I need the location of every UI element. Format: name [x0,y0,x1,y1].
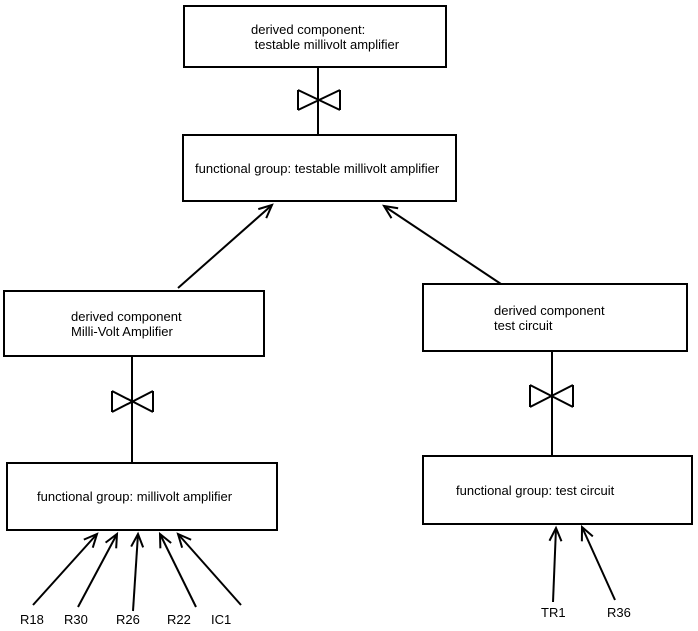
arrow-right-derived-to-top-functional [382,204,502,285]
bowtie-icon [111,390,154,413]
connector-top-decomposition [297,68,341,134]
bowtie-icon [297,89,341,111]
arrow-r26 [130,531,145,612]
leaf-label-r30: R30 [64,612,88,627]
leaf-label-r36: R36 [607,605,631,620]
leaf-label-tr1: TR1 [541,605,566,620]
node-label: derived component [494,302,605,318]
node-label: testable millivolt amplifier [251,36,400,52]
bowtie-icon [529,384,574,408]
arrow-r18 [32,532,99,606]
arrow-r22 [158,531,197,608]
node-label: functional group: testable millivolt amp… [195,160,440,176]
node-functional-group-millivolt-amplifier: functional group: millivolt amplifier [6,462,278,531]
node-functional-group-testable-millivolt-amplifier: functional group: testable millivolt amp… [182,134,457,202]
node-label: functional group: test circuit [456,482,615,498]
leaf-label-ic1: IC1 [211,612,232,627]
leaf-label-r26: R26 [116,612,140,627]
node-derived-milli-volt-amplifier: derived component Milli-Volt Amplifier [3,290,265,357]
leaf-label-r22: R22 [167,612,191,627]
node-label: Milli-Volt Amplifier [71,323,173,339]
arrow-left-derived-to-top-functional [177,203,274,289]
connector-left-decomposition [111,357,154,462]
node-label: functional group: millivolt amplifier [37,489,233,504]
node-label: derived component [71,308,182,324]
arrow-r36 [580,524,616,601]
node-derived-testable-millivolt-amplifier: derived component: testable millivolt am… [183,5,447,68]
connector-right-decomposition [529,352,574,455]
arrow-ic1 [176,532,242,606]
node-derived-test-circuit: derived component test circuit [422,283,688,352]
node-label: test circuit [494,317,553,333]
node-label: derived component: [251,21,366,37]
arrow-r30 [77,531,119,608]
node-functional-group-test-circuit: functional group: test circuit [422,455,693,525]
arrow-tr1 [548,525,563,603]
leaf-label-r18: R18 [20,612,44,627]
